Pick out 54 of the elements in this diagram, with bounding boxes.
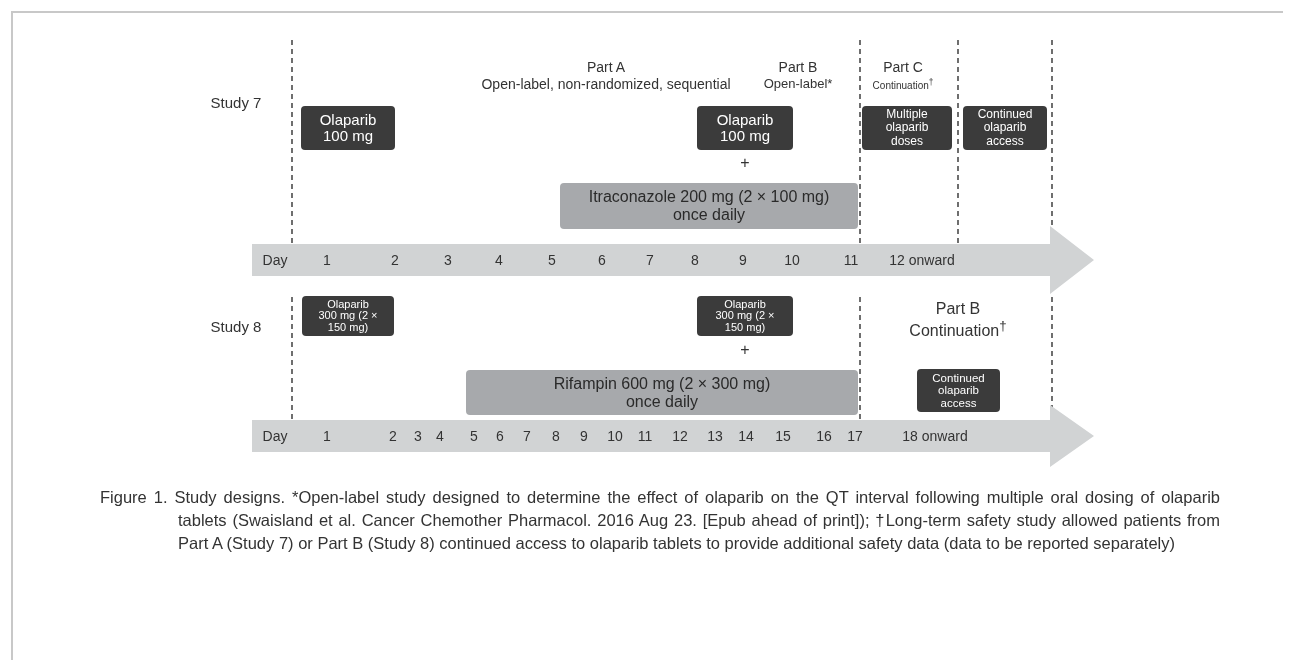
day-number: 1 <box>323 428 331 444</box>
plus-sign: + <box>740 154 750 172</box>
treatment-bar: Itraconazole 200 mg (2 × 100 mg) once daily <box>560 183 858 229</box>
day-number: 4 <box>436 428 444 444</box>
phase-label: Continuation$^{†}$ <box>872 77 934 92</box>
axis-label: Day <box>262 252 288 268</box>
day-number: 13 <box>707 428 723 444</box>
day-number: 11 <box>637 428 653 444</box>
day-number: 12 <box>672 428 688 444</box>
dose-box: Olaparib 300 mg (2 × 150 mg) <box>302 296 394 336</box>
day-number: 8 <box>691 252 699 268</box>
day-number: 7 <box>523 428 531 444</box>
day-number: 5 <box>470 428 478 444</box>
dose-box: Continued olaparib access <box>963 106 1047 150</box>
day-number: 2 <box>391 252 399 268</box>
day-number: 11 <box>843 252 859 268</box>
day-number: 16 <box>816 428 832 444</box>
dose-box: Olaparib 300 mg (2 × 150 mg) <box>697 296 793 336</box>
phase-label: Open-label* <box>763 76 833 91</box>
plus-sign: + <box>740 341 750 359</box>
row-label: Study 7 <box>210 94 262 111</box>
row-label: Study 8 <box>210 318 262 335</box>
day-number: 6 <box>598 252 606 268</box>
phase-label: Part B <box>778 59 818 75</box>
day-number: 12 onward <box>889 252 955 268</box>
day-number: 14 <box>738 428 754 444</box>
phase-label: Part C <box>883 59 923 75</box>
day-number: 7 <box>646 252 654 268</box>
dose-box: Continued olaparib access <box>917 369 1000 412</box>
day-number: 8 <box>552 428 560 444</box>
treatment-bar: Rifampin 600 mg (2 × 300 mg) once daily <box>466 370 858 415</box>
day-number: 5 <box>548 252 556 268</box>
day-number: 3 <box>444 252 452 268</box>
day-number: 1 <box>323 252 331 268</box>
day-number: 10 <box>607 428 623 444</box>
axis-label: Day <box>262 428 288 444</box>
figure-caption: Figure 1. Study designs. *Open-label study designed to determine the effect of olaparib on the QT interval following multiple oral dosing of olaparib tablets (Swaisland et al. Cancer Chemother Pharmacol. 2016 Aug 23. [Epub ahead of print]); †Long-term safety study allowed patients from Part A (Study 7) or Part B (Study 8) continued access to olaparib tablets to provide additional safety data (data to be reported separately) <box>100 487 1220 554</box>
day-number: 15 <box>775 428 791 444</box>
phase-label: Open-label, non-randomized, sequential <box>481 76 731 92</box>
day-number: 9 <box>580 428 588 444</box>
dose-box: Multiple olaparib doses <box>862 106 952 150</box>
dose-box: Olaparib 100 mg <box>697 106 793 150</box>
day-number: 2 <box>389 428 397 444</box>
day-number: 9 <box>739 252 747 268</box>
phase-label: Part B <box>935 300 981 318</box>
phase-label: Continuation$^{†}$ <box>909 318 1007 341</box>
dose-box: Olaparib 100 mg <box>301 106 395 150</box>
phase-label: Part A <box>586 59 626 75</box>
day-number: 10 <box>784 252 800 268</box>
day-number: 18 onward <box>902 428 968 444</box>
day-number: 6 <box>496 428 504 444</box>
day-number: 3 <box>414 428 422 444</box>
day-number: 17 <box>847 428 863 444</box>
day-number: 4 <box>495 252 503 268</box>
